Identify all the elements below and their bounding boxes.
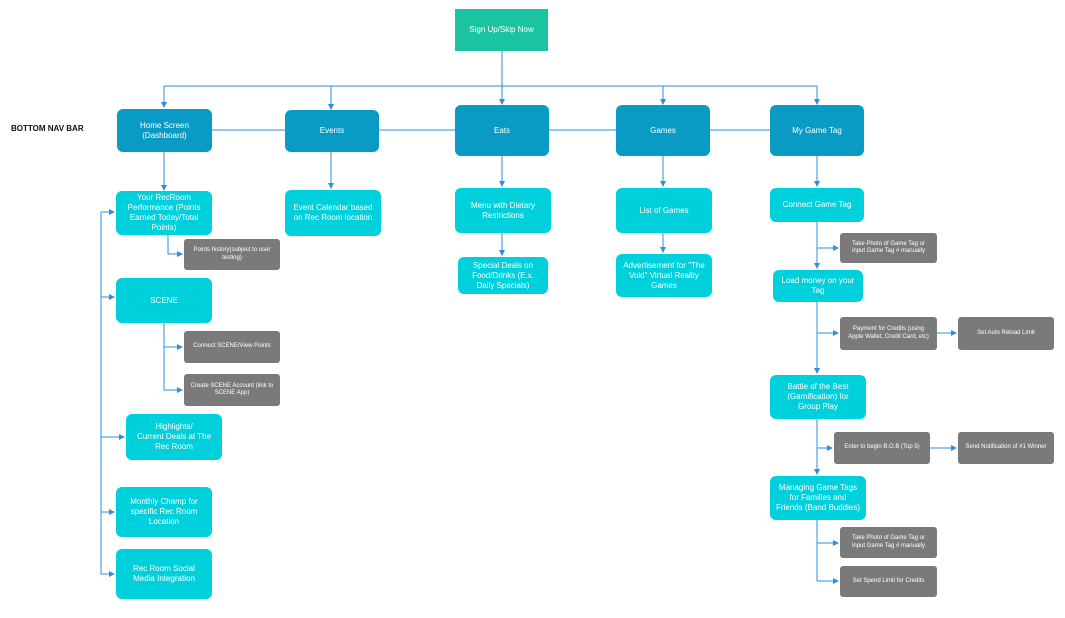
nav-home-screen-node[interactable]: Home Screen (Dashboard) [117, 109, 212, 152]
take-photo-game-tag-2-label: Take Photo of Game Tag or input Game Tag… [852, 535, 925, 549]
nav-eats-node[interactable]: Eats [455, 105, 549, 156]
recroom-performance-label: Your RecRoom Performance (Points Earned … [127, 193, 201, 232]
recroom-performance-node[interactable]: Your RecRoom Performance (Points Earned … [116, 191, 212, 235]
monthly-champ-label: Monthly Champ for specific Rec Room Loca… [130, 497, 198, 526]
nav-games-node[interactable]: Games [616, 105, 710, 156]
points-history-node[interactable]: Points history(subject to user testing) [184, 239, 280, 270]
highlights-deals-node[interactable]: Highlights/ Current Deals at The Rec Roo… [126, 414, 222, 460]
send-notification-label: Send Notification of #1 Winner [965, 444, 1047, 451]
connector-scene-create [163, 347, 183, 393]
highlights-deals-label: Highlights/ Current Deals at The Rec Roo… [136, 422, 212, 451]
nav-my-game-tag-node[interactable]: My Game Tag [770, 105, 864, 156]
connect-game-tag-label: Connect Game Tag [782, 200, 852, 209]
bottom-nav-bar-label: BOTTOM NAV BAR [11, 124, 84, 133]
connector-scene-connect [163, 323, 183, 350]
nav-eats-label: Eats [493, 125, 510, 135]
take-photo-game-tag-2-node[interactable]: Take Photo of Game Tag or input Game Tag… [840, 527, 937, 558]
connect-game-tag-node[interactable]: Connect Game Tag [770, 188, 864, 222]
nav-games-label: Games [650, 125, 676, 135]
auto-reload-node[interactable]: Set Auto Reload Limit [958, 317, 1054, 350]
list-of-games-label: List of Games [639, 205, 689, 215]
social-media-label: Rec Room Social Media Integration [133, 564, 195, 583]
payment-credits-node[interactable]: Payment for Credits (using Apple Wallet,… [840, 317, 937, 350]
special-deals-label: Special Deals on Food/Drinks (E.x. Daily… [472, 260, 534, 290]
list-of-games-node[interactable]: List of Games [616, 188, 712, 233]
spend-limit-label: Set Spend Limit for Credits [852, 577, 925, 584]
nav-my-game-tag-label: My Game Tag [792, 125, 842, 135]
connect-scene-node[interactable]: Connect SCENE/View Points [184, 331, 280, 363]
event-calendar-label: Event Calendar based on Rec Room locatio… [293, 203, 373, 222]
create-scene-account-label: Create SCENE Account (link to SCENE App) [190, 382, 274, 397]
sign-up-skip-node[interactable]: Sign Up/Skip Now [455, 9, 548, 51]
take-photo-game-tag-label: Take Photo of Game Tag or input Game Tag… [852, 240, 925, 255]
dietary-menu-node[interactable]: Menu with Dietary Restrictions [455, 188, 551, 233]
social-media-node[interactable]: Rec Room Social Media Integration [116, 549, 212, 599]
battle-of-the-best-label: Battle of the Best (Gamification) for Gr… [787, 382, 849, 411]
auto-reload-label: Set Auto Reload Limit [977, 329, 1035, 336]
monthly-champ-node[interactable]: Monthly Champ for specific Rec Room Loca… [116, 487, 212, 537]
nav-home-screen-label: Home Screen (Dashboard) [140, 120, 189, 140]
payment-credits-label: Payment for Credits (using Apple Wallet,… [848, 326, 929, 340]
managing-game-tags-node[interactable]: Managing Game Tags for Families and Frie… [770, 476, 866, 520]
scene-node[interactable]: SCENE [116, 278, 212, 323]
load-money-node[interactable]: Load money on your Tag [773, 270, 863, 302]
connect-scene-label: Connect SCENE/View Points [193, 343, 271, 350]
battle-of-the-best-node[interactable]: Battle of the Best (Gamification) for Gr… [770, 375, 866, 419]
event-calendar-node[interactable]: Event Calendar based on Rec Room locatio… [285, 190, 381, 236]
send-notification-node[interactable]: Send Notification of #1 Winner [958, 432, 1054, 464]
void-advertisement-node[interactable]: Advertisement for "The Void" Virtual Rea… [616, 254, 712, 297]
enter-bob-label: Enter to begin B.O.B (Top 5) [844, 444, 920, 451]
sign-up-skip-label: Sign Up/Skip Now [469, 25, 534, 34]
points-history-label: Points history(subject to user testing) [193, 247, 271, 261]
take-photo-game-tag-node[interactable]: Take Photo of Game Tag or input Game Tag… [840, 233, 937, 263]
dietary-menu-label: Menu with Dietary Restrictions [470, 200, 536, 220]
spend-limit-node[interactable]: Set Spend Limit for Credits [840, 566, 937, 597]
enter-bob-node[interactable]: Enter to begin B.O.B (Top 5) [834, 432, 930, 464]
connector-performance-history [167, 235, 183, 257]
load-money-label: Load money on your Tag [781, 276, 855, 295]
special-deals-node[interactable]: Special Deals on Food/Drinks (E.x. Daily… [458, 257, 548, 294]
nav-events-label: Events [319, 126, 345, 135]
nav-events-node[interactable]: Events [285, 110, 379, 152]
managing-game-tags-label: Managing Game Tags for Families and Frie… [775, 483, 861, 512]
scene-label: SCENE [150, 295, 178, 305]
create-scene-account-node[interactable]: Create SCENE Account (link to SCENE App) [184, 374, 280, 406]
void-advertisement-label: Advertisement for "The Void" Virtual Rea… [623, 260, 705, 290]
